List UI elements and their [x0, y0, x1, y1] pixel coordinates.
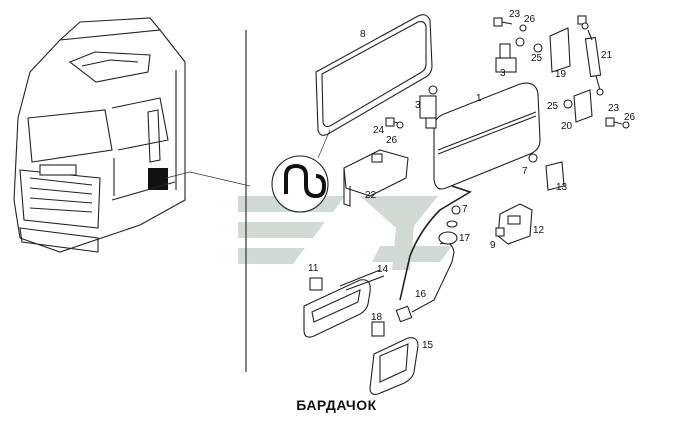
grommet-17: [438, 231, 458, 245]
bracket-20: [573, 89, 593, 123]
callout-25: 25: [531, 53, 543, 64]
callout-25: 25: [547, 101, 559, 112]
callout-15: 15: [422, 340, 434, 351]
cable-end: [395, 305, 413, 323]
hinge-upper: [495, 37, 525, 73]
callout-20: 20: [561, 121, 573, 132]
latch-12: [497, 203, 533, 245]
callout-11: 11: [308, 263, 319, 274]
callout-23: 23: [509, 9, 521, 20]
hinge-lower: [419, 85, 438, 129]
seal-gasket: [315, 14, 433, 136]
callout-19: 19: [555, 69, 567, 80]
callout-3: 3: [500, 68, 506, 79]
handle-bezel-15: [369, 337, 419, 395]
callout-18: 18: [371, 312, 383, 323]
callout-16: 16: [415, 289, 427, 300]
diagram-caption: БАРДАЧОК: [296, 397, 377, 413]
nut-7: [451, 205, 461, 215]
callout-3: 3: [415, 100, 421, 111]
callout-17: 17: [459, 233, 471, 244]
callout-13: 13: [556, 182, 568, 193]
nut-25: [533, 43, 543, 53]
handle-assembly-14: [303, 269, 385, 338]
callout-24: 24: [373, 125, 385, 136]
leader-line: [165, 171, 251, 187]
seal-detail-callout: [271, 129, 331, 213]
washer-26: [519, 24, 527, 32]
callout-26: 26: [386, 135, 398, 146]
callout-22: 22: [365, 190, 377, 201]
glovebox-lid: [433, 82, 541, 190]
clip-11: [309, 277, 323, 291]
callout-23: 23: [608, 103, 620, 114]
callout-21: 21: [601, 50, 613, 61]
gas-strut: [581, 22, 604, 96]
callout-14: 14: [377, 264, 389, 275]
logo-watermark-icon: [238, 196, 452, 270]
cable: [399, 185, 472, 301]
callout-1: 1: [476, 93, 482, 104]
screw-9: [495, 227, 505, 237]
callout-7: 7: [522, 166, 528, 177]
bracket-19: [549, 15, 587, 73]
bracket-22: [343, 149, 409, 207]
lock-13: [545, 161, 565, 191]
callout-9: 9: [490, 240, 496, 251]
callout-7: 7: [462, 204, 468, 215]
bushing-18: [371, 321, 385, 337]
callout-26: 26: [624, 112, 636, 123]
callout-8: 8: [360, 29, 366, 40]
washer-26: [622, 121, 630, 129]
washer-26: [396, 121, 404, 129]
callout-12: 12: [533, 225, 545, 236]
truck-cab-illustration: [13, 17, 186, 253]
callout-26: 26: [524, 14, 536, 25]
nut-7: [528, 153, 538, 163]
washer-26: [446, 220, 458, 228]
screw-23-upper: [493, 17, 513, 27]
nut-25: [563, 99, 573, 109]
screw-23-lower: [605, 117, 623, 127]
